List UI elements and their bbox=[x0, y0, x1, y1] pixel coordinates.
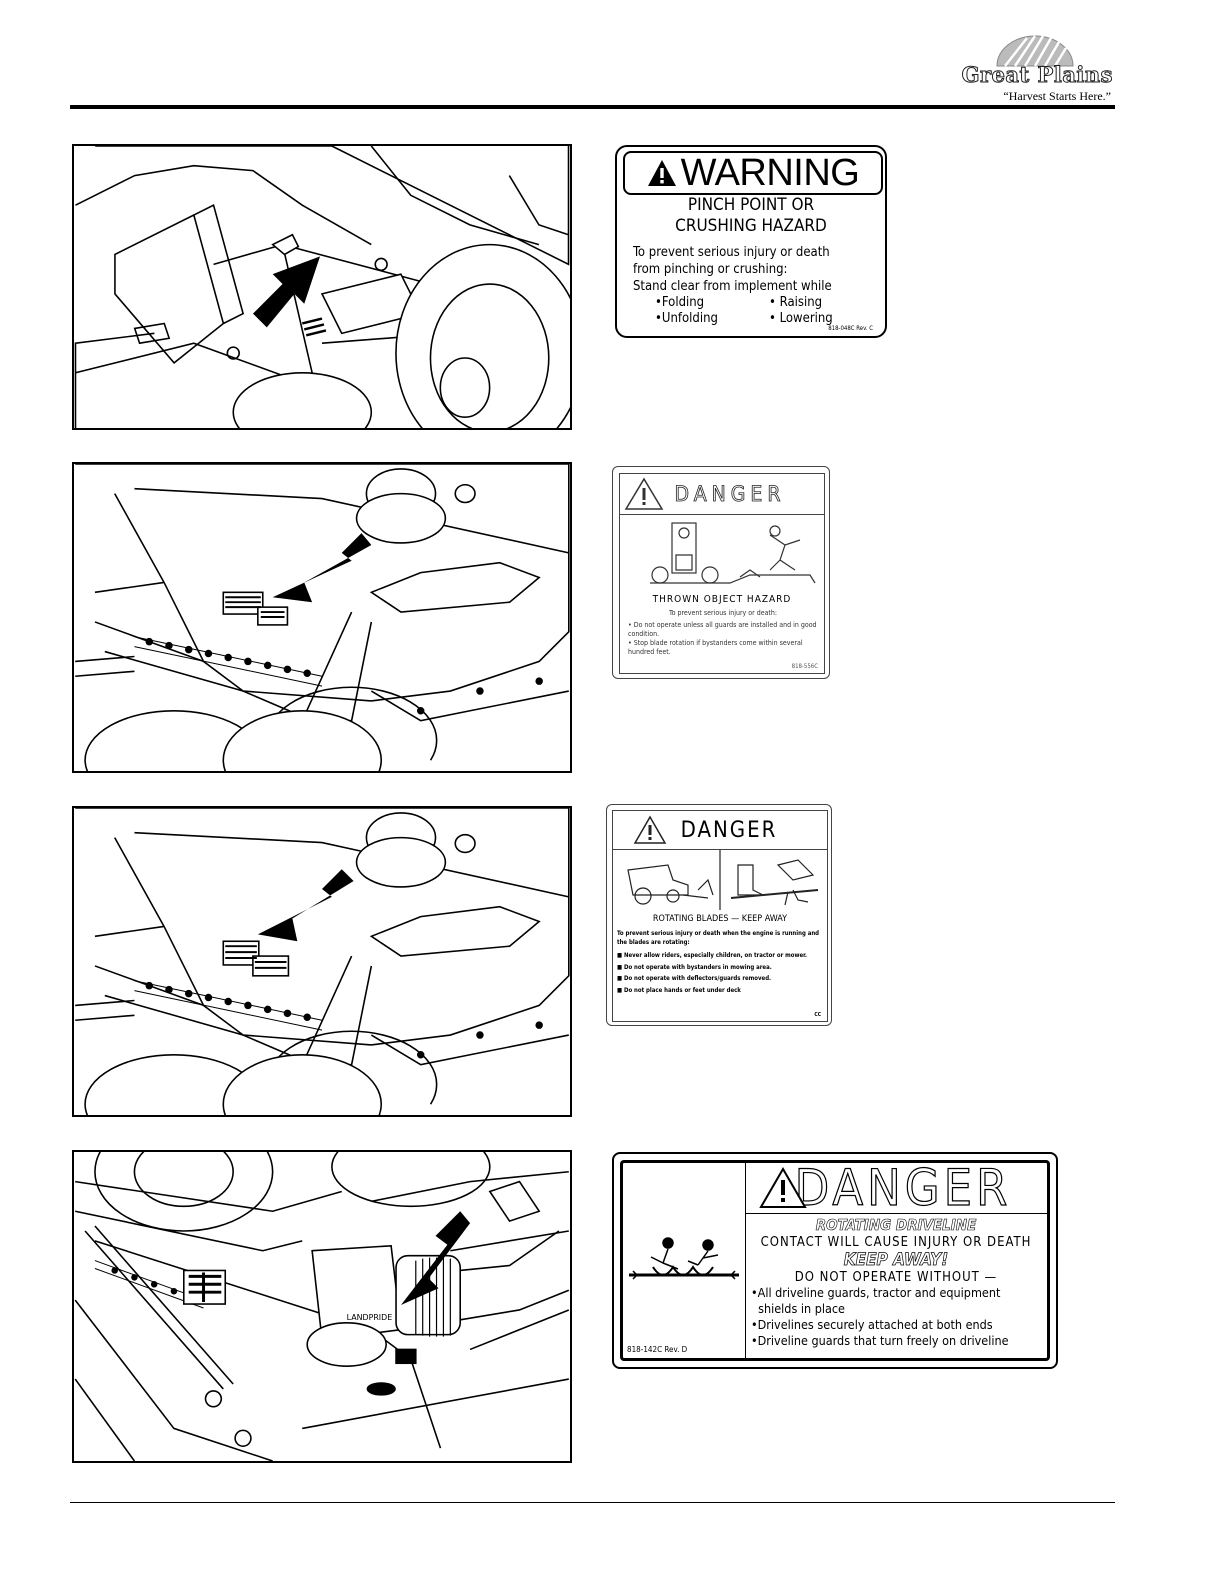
driveline-requirement: •Drivelines securely attached at both en… bbox=[751, 1317, 993, 1332]
driveline-subtitle: ROTATING DRIVELINE bbox=[815, 1216, 977, 1235]
driveline-text: ROTATING DRIVELINE CONTACT WILL CAUSE IN… bbox=[745, 1213, 1047, 1358]
pinch-point-warning-decal: WARNING PINCH POINT OR CRUSHING HAZARD T… bbox=[615, 145, 887, 338]
warning-list-item: •Folding bbox=[655, 295, 705, 310]
warning-title-line: CRUSHING HAZARD bbox=[675, 216, 827, 236]
logo-sun-icon bbox=[996, 35, 1074, 67]
footer-rule bbox=[70, 1502, 1115, 1503]
driveline-pictogram-panel: 818-142C Rev. D bbox=[623, 1163, 746, 1358]
driveline-decal-code: 818-142C Rev. D bbox=[627, 1345, 688, 1354]
thrown-object-decal-panel: DANGER THROWN OBJECT HAZARD To prevent s… bbox=[619, 473, 825, 674]
danger-triangle-icon bbox=[624, 477, 664, 510]
rotating-blades-decal-panel: DANGER ROTATING BLADES — KEEP AWAY To pr… bbox=[612, 810, 828, 1022]
rotating-blades-item: ■ Do not place hands or feet under deck bbox=[617, 986, 741, 994]
rotating-blades-signal-word: DANGER bbox=[680, 817, 778, 843]
logo-wordmark: Great Plains bbox=[961, 62, 1113, 88]
driveline-contact-text: CONTACT WILL CAUSE INJURY OR DEATH bbox=[760, 1235, 1032, 1250]
driveline-requirements: •All driveline guards, tractor and equip… bbox=[745, 1285, 1047, 1349]
danger-triangle-icon bbox=[633, 815, 667, 844]
driveline-decal-panel: 818-142C Rev. D DANGER ROTATING DRIVELIN… bbox=[620, 1160, 1050, 1361]
warning-title: PINCH POINT OR CRUSHING HAZARD bbox=[617, 195, 885, 237]
warning-list-item: •Unfolding bbox=[655, 311, 718, 326]
warning-title-line: PINCH POINT OR bbox=[687, 195, 815, 215]
driveline-entanglement-icon bbox=[629, 1237, 739, 1280]
warning-triangle-icon bbox=[647, 160, 676, 186]
thrown-object-item: • Stop blade rotation if bystanders come… bbox=[628, 639, 803, 656]
thrown-object-header: DANGER bbox=[620, 474, 824, 515]
rotating-blades-intro: To prevent serious injury or death when … bbox=[617, 930, 820, 946]
landpride-label: LANDPRIDE bbox=[347, 1313, 393, 1322]
thrown-object-intro: To prevent serious injury or death: bbox=[668, 609, 778, 617]
rotating-blades-text: To prevent serious injury or death when … bbox=[617, 930, 823, 995]
photo-driveline-decal-location: LANDPRIDE bbox=[72, 1150, 572, 1463]
thrown-object-pictogram bbox=[650, 522, 816, 584]
driveline-keep-away: KEEP AWAY! bbox=[843, 1250, 949, 1271]
thrown-object-danger-decal: DANGER THROWN OBJECT HAZARD To prevent s… bbox=[612, 466, 830, 679]
rotating-blades-code: CC bbox=[814, 1012, 821, 1018]
warning-list-left: •Folding •Unfolding bbox=[655, 295, 718, 327]
warning-body-line: Stand clear from implement while bbox=[633, 279, 832, 294]
warning-signal-word: WARNING bbox=[680, 152, 860, 194]
driveline-signal-word: DANGER bbox=[794, 1159, 1012, 1217]
rotating-blades-pictogram bbox=[627, 850, 819, 910]
warning-list-item: • Lowering bbox=[769, 311, 833, 326]
driveline-do-not-operate: DO NOT OPERATE WITHOUT — bbox=[794, 1270, 998, 1285]
warning-list-right: • Raising • Lowering bbox=[769, 295, 833, 327]
warning-body: To prevent serious injury or death from … bbox=[633, 244, 832, 295]
rotating-blades-header: DANGER bbox=[613, 811, 827, 850]
rotating-blades-item: ■ Do not operate with bystanders in mowi… bbox=[617, 963, 772, 971]
thrown-object-code: 818-556C bbox=[791, 663, 818, 670]
rotating-blades-item: ■ Do not operate with deflectors/guards … bbox=[617, 975, 772, 982]
danger-triangle-icon bbox=[759, 1167, 807, 1208]
thrown-object-item: • Do not operate unless all guards are i… bbox=[628, 621, 817, 638]
driveline-requirement: •All driveline guards, tractor and equip… bbox=[751, 1285, 1001, 1300]
photo-pinch-point-location bbox=[72, 144, 572, 430]
rotating-blades-title: ROTATING BLADES — KEEP AWAY bbox=[652, 914, 788, 924]
warning-list-item: • Raising bbox=[769, 295, 823, 310]
warning-header: WARNING bbox=[623, 151, 883, 195]
thrown-object-signal-word: DANGER bbox=[674, 482, 786, 507]
warning-decal-code: 818-048C Rev. C bbox=[828, 325, 873, 332]
driveline-header: DANGER bbox=[745, 1159, 1047, 1217]
header-rule bbox=[70, 105, 1115, 109]
logo-tagline: “Harvest Starts Here.” bbox=[1003, 89, 1111, 103]
great-plains-logo: Great Plains “Harvest Starts Here.” bbox=[935, 30, 1115, 105]
photo-thrown-object-decal-location bbox=[72, 462, 572, 773]
driveline-requirement: •Driveline guards that turn freely on dr… bbox=[751, 1333, 1009, 1348]
driveline-danger-decal: 818-142C Rev. D DANGER ROTATING DRIVELIN… bbox=[612, 1152, 1058, 1369]
rotating-blades-danger-decal: DANGER ROTATING BLADES — KEEP AWAY To pr… bbox=[606, 804, 832, 1026]
warning-body-line: To prevent serious injury or death bbox=[633, 245, 830, 260]
driveline-requirement: shields in place bbox=[751, 1301, 845, 1316]
photo-rotating-blades-decal-location bbox=[72, 806, 572, 1117]
thrown-object-text: To prevent serious injury or death: • Do… bbox=[628, 609, 818, 657]
thrown-object-title: THROWN OBJECT HAZARD bbox=[652, 594, 792, 605]
warning-body-line: from pinching or crushing: bbox=[633, 262, 788, 277]
rotating-blades-item: ■ Never allow riders, especially childre… bbox=[617, 952, 807, 959]
